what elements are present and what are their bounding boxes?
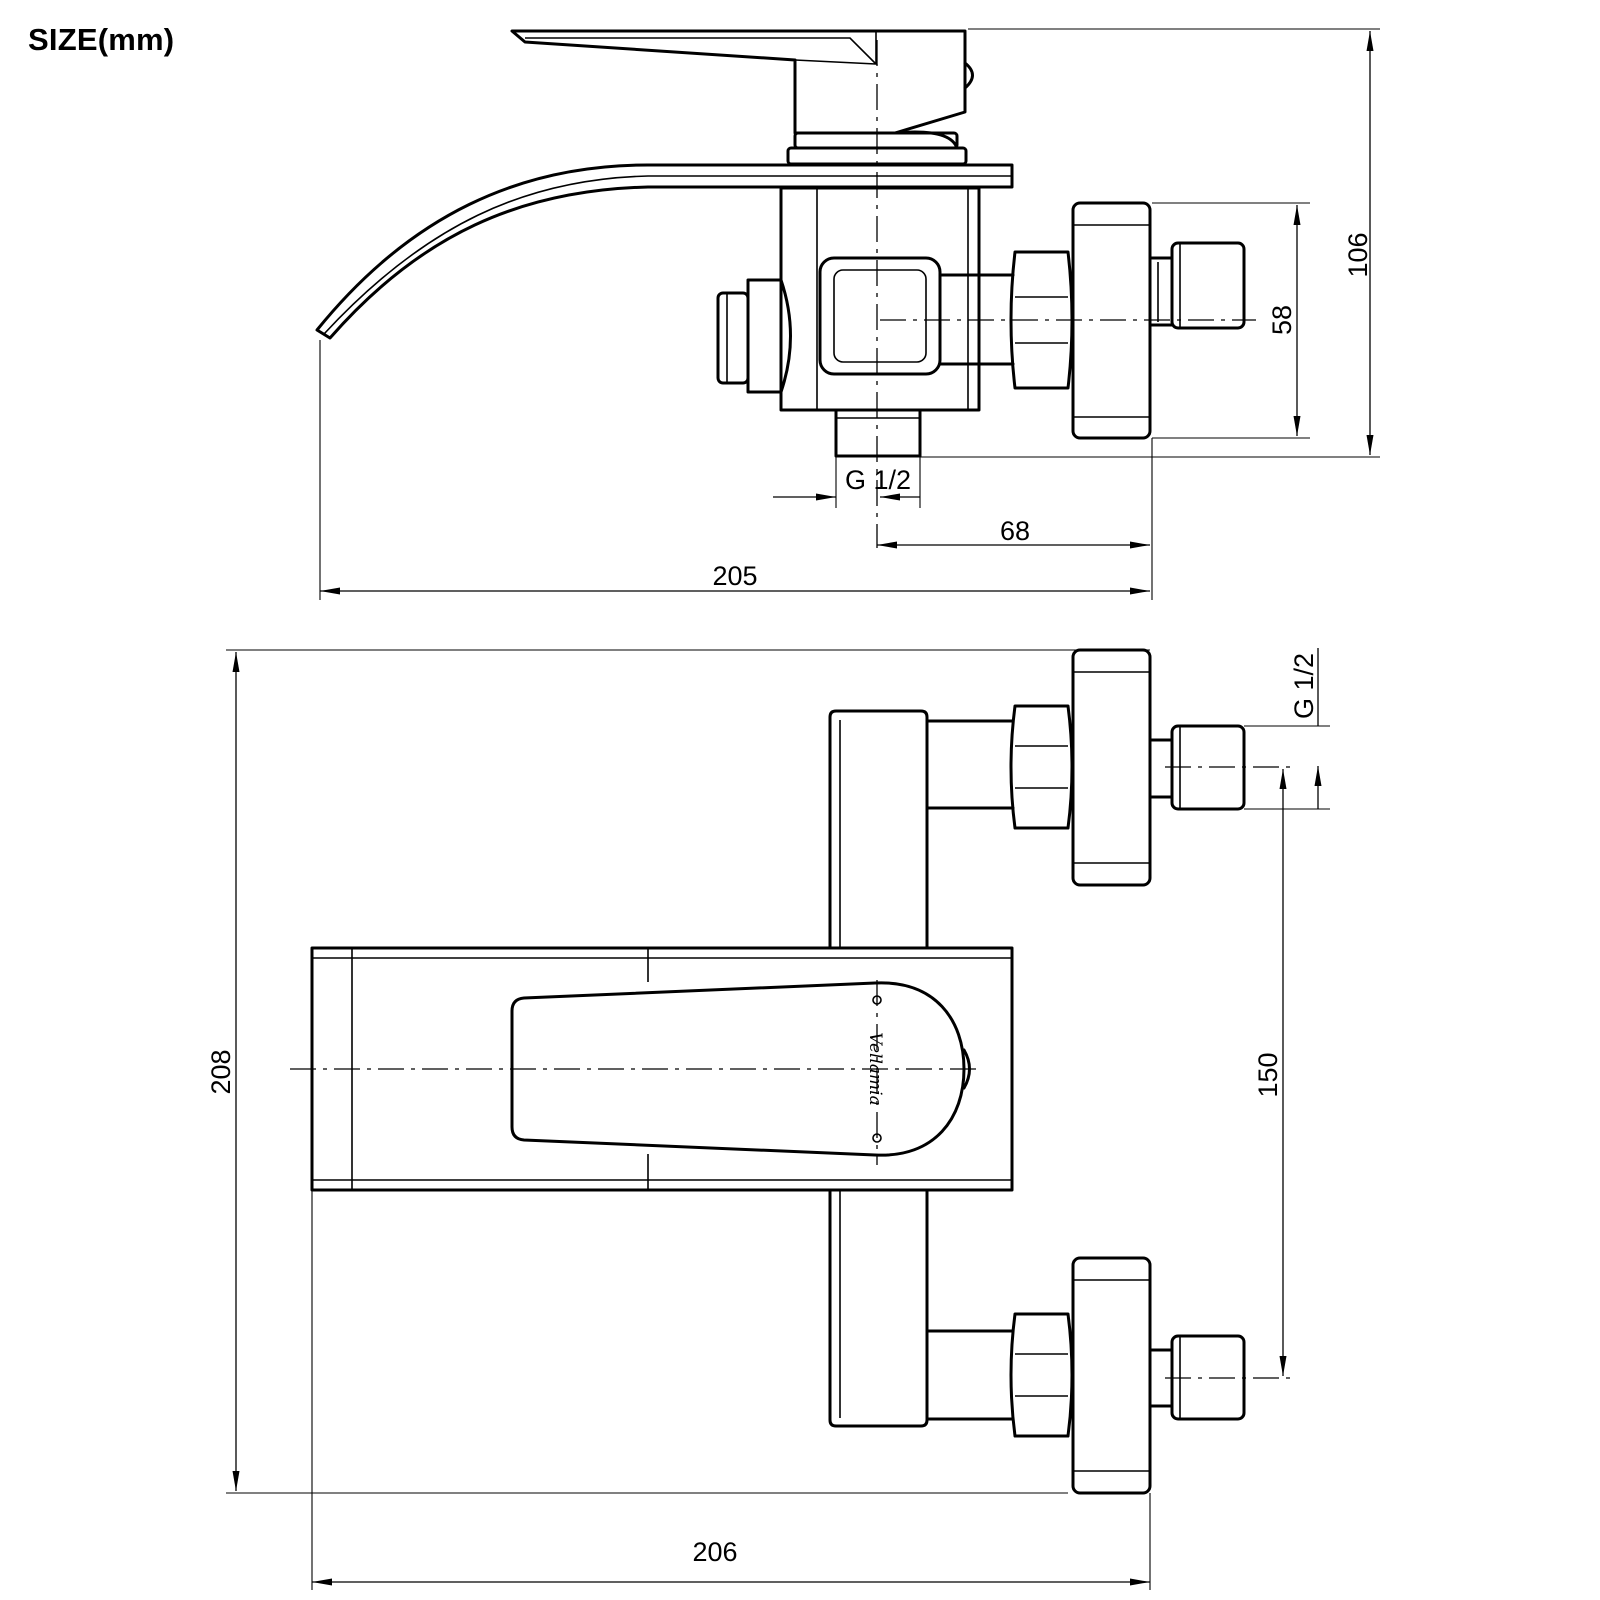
dimension-axis-to-wall: 68 (877, 516, 1150, 549)
dimension-inlet-height: 58 (1267, 205, 1301, 436)
svg-text:G 1/2: G 1/2 (1289, 653, 1319, 719)
diverter-knob (716, 278, 792, 394)
svg-text:G 1/2: G 1/2 (845, 465, 911, 495)
dimension-spout-length: 205 (320, 561, 1150, 595)
upper-inlet-assembly (925, 648, 1246, 887)
svg-text:205: 205 (712, 561, 757, 591)
svg-text:106: 106 (1343, 232, 1373, 277)
connector-arm (818, 256, 1015, 376)
svg-text:68: 68 (1000, 516, 1030, 546)
mixer-body-bar (828, 709, 929, 1428)
s-union (1148, 241, 1246, 330)
mixer-body (779, 186, 981, 412)
svg-text:58: 58 (1267, 305, 1297, 335)
outlet-nipple (834, 408, 922, 458)
dimension-inlet-spacing: 150 (1253, 769, 1287, 1376)
lever-handle (510, 29, 974, 166)
svg-text:206: 206 (692, 1537, 737, 1567)
dimension-inlet-thread: G 1/2 (1289, 648, 1322, 809)
dimension-outlet-thread: G 1/2 (773, 465, 920, 501)
svg-text:150: 150 (1253, 1052, 1283, 1097)
page-title: SIZE(mm) (28, 22, 175, 57)
dimension-depth-total: 208 (206, 652, 240, 1491)
dimension-width-total: 206 (312, 1537, 1150, 1586)
top-view: Vellamia 208 G 1/2 150 (206, 648, 1330, 1590)
lower-inlet-assembly (925, 1256, 1246, 1495)
dimension-height-total: 106 (1343, 31, 1374, 455)
hex-nut (1009, 250, 1074, 390)
waterfall-spout (315, 163, 1014, 340)
side-view: 106 58 G 1/2 68 205 (315, 28, 1380, 600)
svg-text:208: 208 (206, 1049, 236, 1094)
